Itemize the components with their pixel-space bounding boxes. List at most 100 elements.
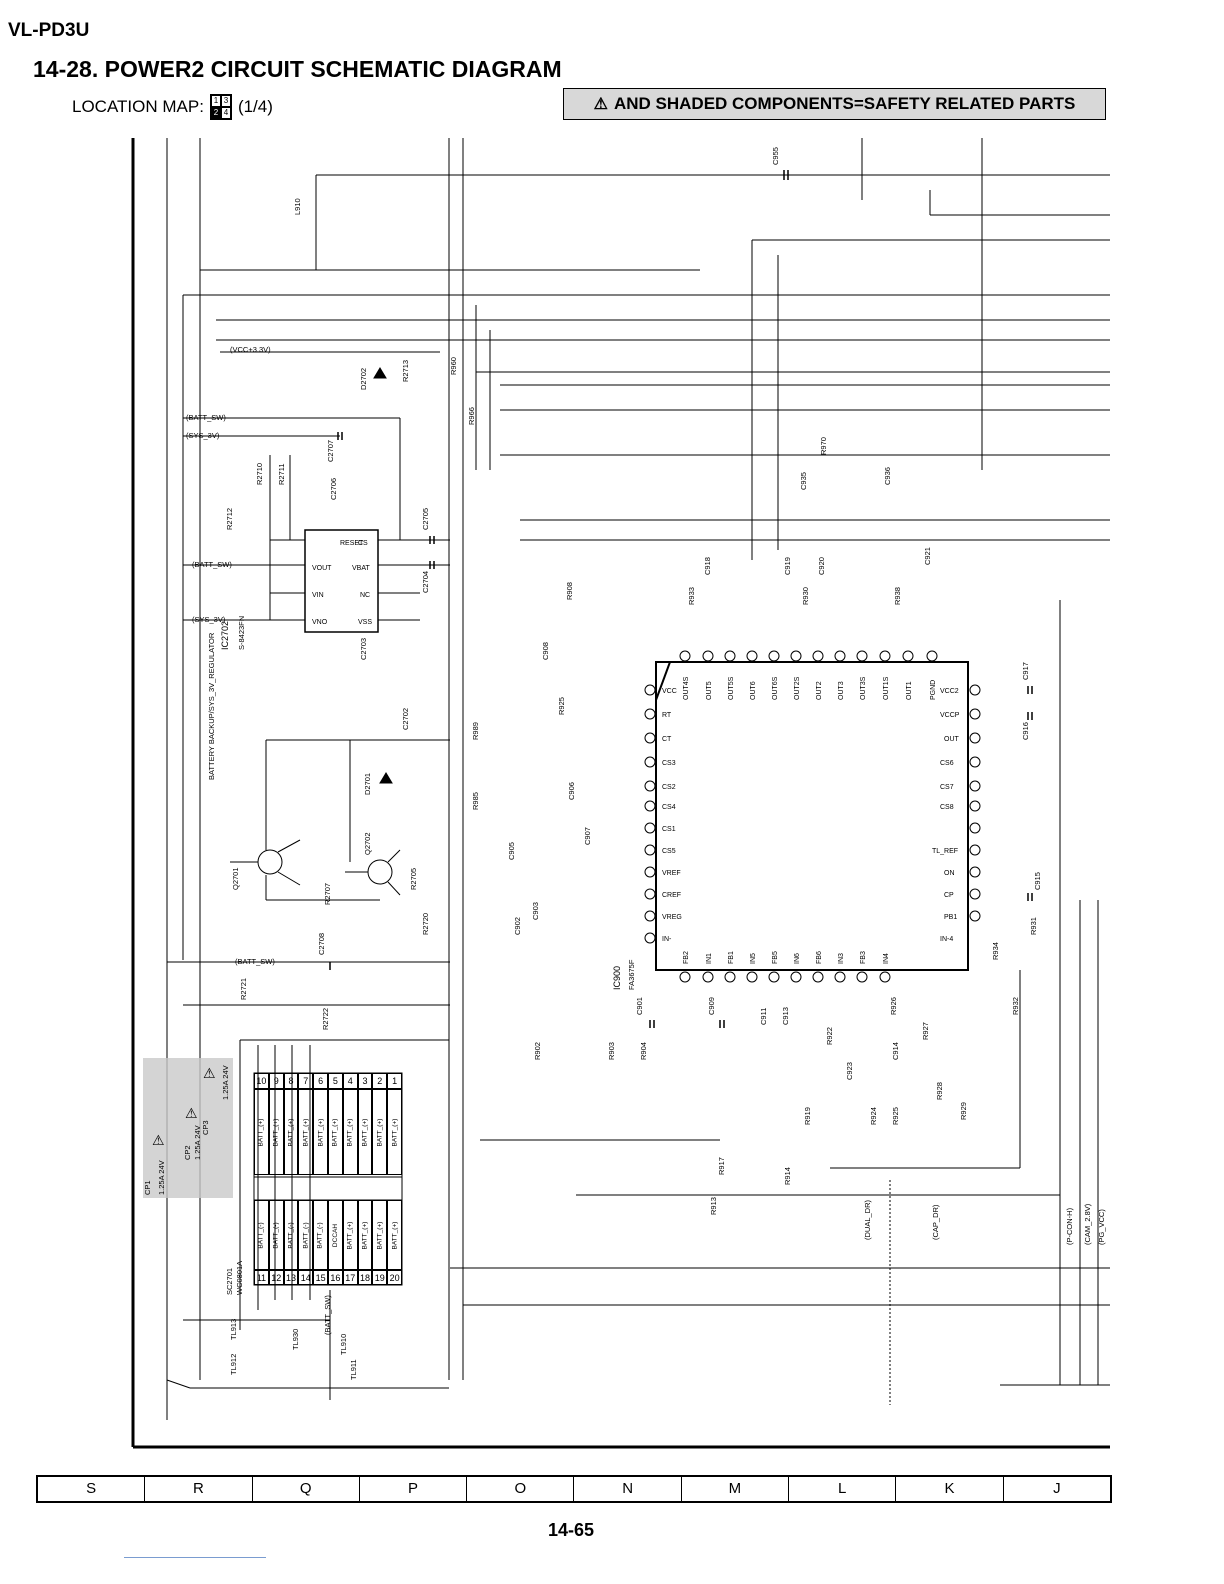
- ic900-pin: CP: [944, 892, 954, 899]
- connector-pin-name: BATT_(+): [357, 1089, 373, 1175]
- connector-pin-name: BATT_(+): [387, 1089, 402, 1175]
- ic2702-pin: VNO: [312, 619, 328, 626]
- component-label: R985: [471, 792, 480, 810]
- component-label: C903: [531, 902, 540, 920]
- component-label: R2720: [421, 913, 430, 935]
- component-label: C921: [923, 547, 932, 565]
- connector-pin-number: 5: [328, 1073, 343, 1089]
- ic2702-part: S-8423FN: [237, 616, 246, 650]
- net-label: (BATT_SW): [192, 560, 232, 569]
- component-label: R2721: [239, 978, 248, 1000]
- page-number: 14-65: [548, 1520, 595, 1540]
- connector-pin-name: BATT_(-): [268, 1200, 284, 1270]
- connector-pin-name: BATT_(+): [387, 1200, 402, 1270]
- safety-banner: ⚠ AND SHADED COMPONENTS=SAFETY RELATED P…: [563, 88, 1106, 120]
- ic900-pin: FB1: [728, 951, 735, 964]
- component-label: C916: [1021, 722, 1030, 740]
- connector-pin-number: 13: [283, 1270, 299, 1285]
- testpoint-label: TL912: [229, 1354, 238, 1375]
- fuse-rating: 1.25A 24V: [157, 1160, 166, 1195]
- net-label: (SYS_3V): [186, 431, 220, 440]
- ic900-pin: OUT5: [706, 681, 713, 700]
- connector-pin-number: 17: [342, 1270, 358, 1285]
- fuse-group: CP1 CP2 CP3 1.25A 24V 1.25A 24V 1.25A 24…: [143, 1065, 230, 1195]
- ic2702-pin: VSS: [358, 619, 372, 626]
- component-labels: L910 R2712 R2710 R2711 C2707 C2706 C2705…: [225, 147, 1042, 1215]
- grid-column: L: [789, 1477, 897, 1501]
- component-label: C917: [1021, 662, 1030, 680]
- component-label: L910: [293, 198, 302, 215]
- ic900-right-pins: VCC2 VCCP OUT CS6 CS7 CS8 TL_REF ON CP P…: [932, 688, 960, 943]
- model-number: VL-PD3U: [8, 20, 90, 41]
- connector-pin-name: BATT_(-): [254, 1200, 269, 1270]
- connector-pin-name: BATT_(+): [328, 1089, 343, 1175]
- component-label: R904: [639, 1042, 648, 1060]
- ic900-pin: CS8: [940, 804, 954, 811]
- ic900-pin: OUT1: [906, 681, 913, 700]
- component-label: D2701: [363, 773, 372, 795]
- ic2702-note: BATTERY BACKUP/SYS_3V_REGULATOR: [207, 632, 216, 780]
- connector-pin-number: 16: [328, 1270, 343, 1285]
- grid-column: J: [1053, 1480, 1061, 1497]
- ic900-ref: IC900: [612, 966, 622, 990]
- ic900-pin: OUT6: [750, 681, 757, 700]
- component-label: C915: [1033, 872, 1042, 890]
- location-page: (1/4): [237, 97, 273, 116]
- warning-triangle-icon: ⚠: [203, 1065, 216, 1081]
- component-label: C923: [845, 1062, 854, 1080]
- connector-pin-name: BATT_(-): [313, 1200, 328, 1270]
- component-label: R960: [449, 357, 458, 375]
- component-label: R913: [709, 1197, 718, 1215]
- ic900-pin: CS6: [940, 760, 954, 767]
- grid-column: O: [467, 1477, 575, 1501]
- component-label: C2705: [421, 508, 430, 530]
- ic900-pin: ON: [944, 870, 955, 877]
- ic900-pin: CS3: [662, 760, 676, 767]
- component-label: C901: [635, 997, 644, 1015]
- ic900-pin: FB5: [772, 951, 779, 964]
- ic900-bottom-pins: FB2 IN1 FB1 IN5 FB5 IN6 FB6 IN3 FB3 IN4: [683, 951, 890, 964]
- component-label: R925: [557, 697, 566, 715]
- ic2702-pin: VBAT: [352, 565, 370, 572]
- connector-pin-number: 3: [357, 1073, 373, 1089]
- fuse-rating: 1.25A 24V: [221, 1065, 230, 1100]
- ic900-pin: VREG: [662, 914, 682, 921]
- ic2702-pin: NC: [360, 592, 370, 599]
- ic900-pin: OUT5S: [728, 676, 735, 700]
- component-label: R908: [565, 582, 574, 600]
- component-label: R2722: [321, 1008, 330, 1030]
- connector-pin-number: 2: [372, 1073, 388, 1089]
- location-map: LOCATION MAP: 1 3 2 4 (1/4): [72, 94, 273, 120]
- testpoint-label: TL913: [229, 1319, 238, 1340]
- ic2702-pin: RESET: [340, 540, 364, 547]
- ic900-pin: CS4: [662, 804, 676, 811]
- ic900-pin: CT: [662, 736, 672, 743]
- ic900-pin: VCC2: [940, 688, 959, 695]
- component-label: R932: [1011, 997, 1020, 1015]
- test-points: TL912 TL913 TL930 TL910 TL911: [229, 1319, 358, 1380]
- testpoint-label: TL910: [339, 1334, 348, 1355]
- ic900-pin: CS5: [662, 848, 676, 855]
- component-label: R925: [891, 1107, 900, 1125]
- connector-pin-number: 20: [387, 1270, 402, 1285]
- component-label: C911: [759, 1008, 768, 1025]
- ic900-pin: FB6: [816, 951, 823, 964]
- grid-column: P: [360, 1477, 468, 1501]
- component-label: C2708: [317, 933, 326, 955]
- ic900-pin: IN6: [794, 953, 801, 964]
- connector-pin-name: BATT_(-): [283, 1200, 299, 1270]
- grid-column: K: [896, 1477, 1004, 1501]
- location-cell-active: 2: [210, 107, 221, 119]
- ic900-pin: IN5: [750, 953, 757, 964]
- fuse-rating: 1.25A 24V: [193, 1125, 202, 1160]
- ic2702-pin: CS: [358, 540, 368, 547]
- testpoint-label: TL911: [349, 1359, 358, 1380]
- component-label: C955: [771, 147, 780, 165]
- ic900-pin: OUT1S: [883, 676, 890, 700]
- ic2702-pin: VIN: [312, 592, 324, 599]
- warning-triangle-icon: ⚠: [593, 96, 608, 113]
- grid-column: M: [682, 1477, 790, 1501]
- ic900-pin: IN4: [883, 953, 890, 964]
- ic2702-ref: IC2702: [220, 621, 230, 650]
